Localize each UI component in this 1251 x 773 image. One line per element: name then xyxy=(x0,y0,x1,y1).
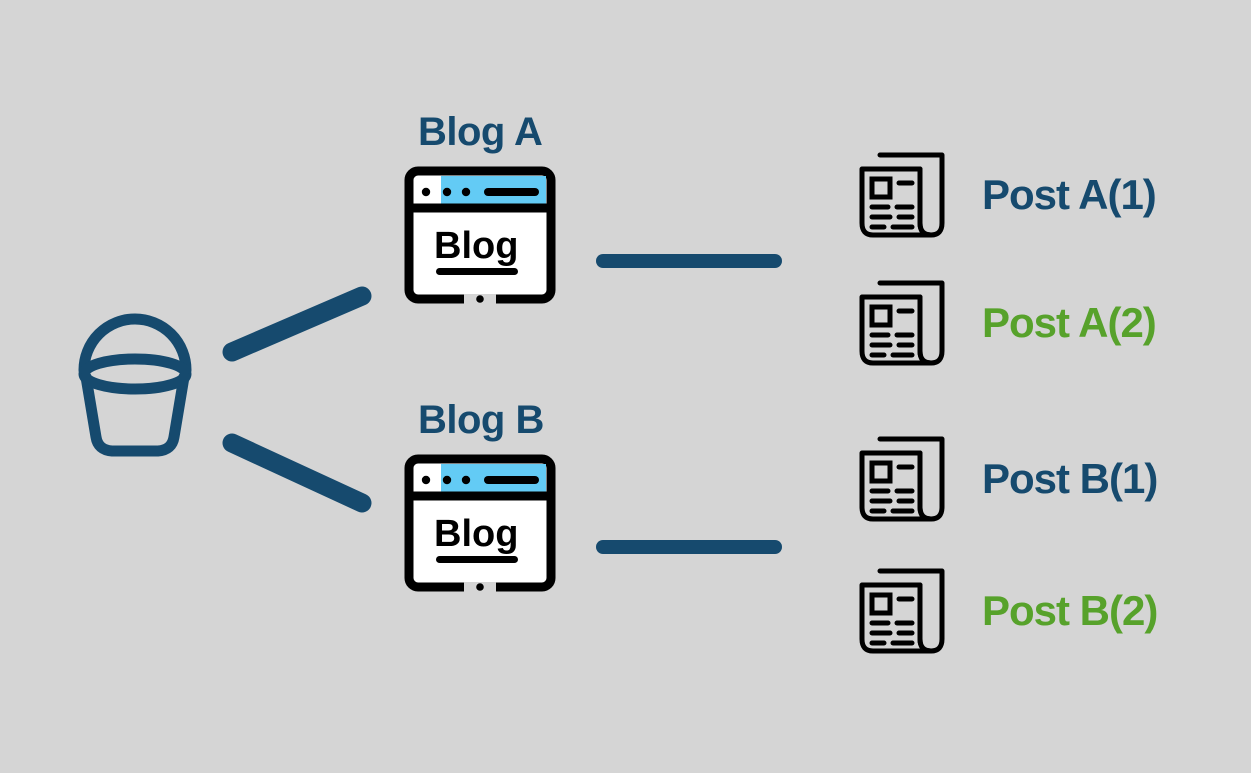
blog-b-to-posts-line xyxy=(596,540,782,554)
bucket-to-blog-a-line xyxy=(222,286,372,362)
blog-a-node[interactable]: Blog A Blog xyxy=(404,112,584,332)
newspaper-icon xyxy=(859,568,945,654)
blog-b-title: Blog B xyxy=(418,398,544,442)
post-label: Post B(2) xyxy=(982,587,1158,634)
bucket-icon xyxy=(78,313,192,457)
post-row[interactable]: Post B(2) xyxy=(852,556,1158,666)
post-label: Post A(1) xyxy=(982,171,1157,218)
blog-b-node[interactable]: Blog B Blog xyxy=(404,400,584,620)
bucket-to-blog-b-line xyxy=(222,433,372,513)
browser-window-icon: Blog xyxy=(404,454,556,592)
post-row[interactable]: Post A(1) xyxy=(852,140,1157,250)
blog-a-to-posts-line xyxy=(596,254,782,268)
post-row[interactable]: Post A(2) xyxy=(852,268,1157,378)
bucket-node[interactable] xyxy=(60,282,210,462)
post-label: Post B(1) xyxy=(982,455,1158,502)
blog-window-text: Blog xyxy=(434,513,518,555)
blog-window-text: Blog xyxy=(434,225,518,267)
blog-a-title: Blog A xyxy=(418,110,543,154)
browser-window-icon: Blog xyxy=(404,166,556,304)
post-row[interactable]: Post B(1) xyxy=(852,424,1158,534)
post-label: Post A(2) xyxy=(982,299,1157,346)
newspaper-icon xyxy=(859,152,945,238)
newspaper-icon xyxy=(859,280,945,366)
newspaper-icon xyxy=(859,436,945,522)
